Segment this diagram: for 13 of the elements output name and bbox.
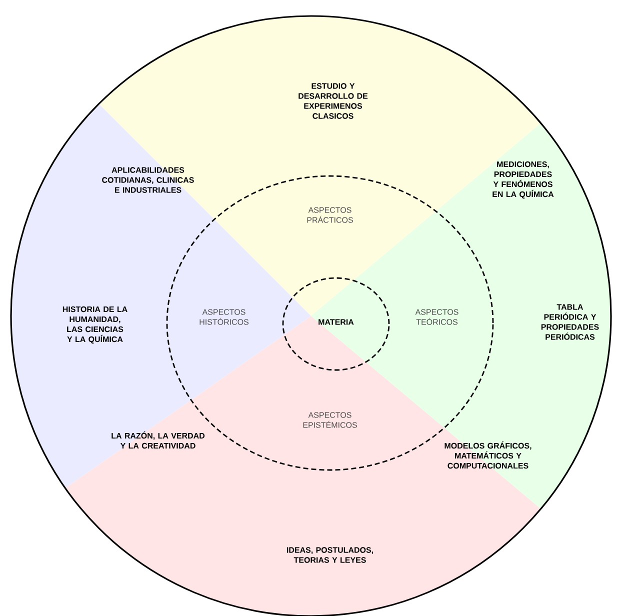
aspect-label: ASPECTOS HISTÓRICOS xyxy=(200,309,249,325)
ring-label: MEDICIONES, PROPIEDADES Y FENÓMENOS EN LA QUÍMICA xyxy=(492,161,554,199)
center-label: MATERIA xyxy=(318,319,354,325)
ring-label: TABLA PERIÓDICA Y PROPIEDADES PERIÓDICAS xyxy=(541,304,599,340)
ring-label: ESTUDIO Y DESARROLLO DE EXPERIMENOS CLASICOS xyxy=(298,83,368,119)
aspect-label: ASPECTOS EPISTÉMICOS xyxy=(303,412,357,428)
aspect-label: ASPECTOS PRÁCTICOS xyxy=(307,207,353,223)
ring-label: HISTORIA DE LA HUMANIDAD, LAS CIENCIAS Y LA QUÍMICA xyxy=(62,306,128,344)
ring-label: LA RAZÓN, LA VERDAD Y LA CREATIVIDAD xyxy=(112,431,205,449)
ring-label: MODELOS GRÁFICOS, MATEMÁTICOS Y COMPUTACIONALES xyxy=(444,441,532,469)
ring-label: APLICABILIDADES COTIDIANAS, CLINICAS E INDUSTRIALES xyxy=(102,167,194,193)
ring-label: IDEAS, POSTULADOS, TEORIAS Y LEYES xyxy=(286,547,374,563)
aspect-label: ASPECTOS TEÓRICOS xyxy=(415,309,458,325)
